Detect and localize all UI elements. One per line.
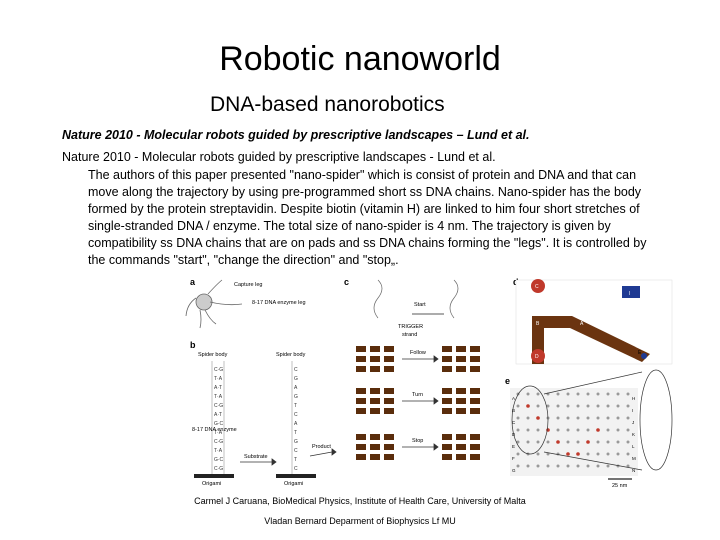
follow-label: Follow [410, 350, 426, 356]
svg-text:G: G [294, 439, 298, 445]
svg-text:A·T: A·T [214, 385, 222, 391]
svg-text:C: C [294, 412, 298, 418]
svg-text:T: T [294, 430, 297, 436]
origami-label-1: Origami [202, 481, 221, 487]
grid-label-j: J [632, 420, 634, 425]
grid-label-d: D [512, 432, 516, 437]
grid-label-k: K [632, 432, 635, 437]
panel-d-track [515, 279, 673, 365]
grid-label-e: E [512, 444, 515, 449]
track-label-c: C [535, 284, 539, 290]
grid-label-c: C [512, 420, 516, 425]
capture-leg-label: Capture leg [234, 282, 262, 288]
dna-column-2: CGA GTC ATG CTC [291, 361, 298, 476]
grid-row-1 [516, 392, 630, 396]
credit-line-1: Carmel J Caruana, BioMedical Physics, In… [194, 496, 526, 506]
body-paragraph: The authors of this paper presented "nan… [88, 168, 647, 267]
zoom-ellipses [511, 369, 673, 471]
panel-label-e: e [505, 376, 510, 386]
grid-label-b: B [512, 408, 515, 413]
slide-title: Robotic nanoworld [219, 40, 501, 78]
grid-label-i: I [632, 408, 633, 413]
substrate-arrow [240, 458, 277, 466]
grid-label-a: A [512, 396, 515, 401]
svg-text:C·G: C·G [214, 439, 223, 445]
reference-plain: Nature 2010 - Molecular robots guided by… [62, 150, 496, 164]
turn-label: Turn [412, 392, 423, 398]
svg-text:T·A: T·A [214, 448, 223, 454]
credit-line-2: Vladan Bernard Deparment of Biophysics L… [264, 516, 456, 526]
grid-label-h: H [632, 396, 635, 401]
slide-subtitle: DNA-based nanorobotics [210, 93, 445, 116]
spider-body-label-1: Spider body [198, 352, 228, 358]
enzyme-label: 8-17 DNA enzyme [192, 427, 237, 433]
strand-label: strand [402, 332, 417, 338]
panel-c-grids [356, 346, 480, 460]
turn-grid-right [442, 388, 480, 414]
reference-bold: Nature 2010 - Molecular robots guided by… [62, 128, 530, 142]
panel-e-dot-grid [510, 388, 638, 476]
follow-grid-right [442, 346, 480, 372]
track-label-a: A [580, 321, 584, 327]
panel-label-b: b [190, 340, 196, 350]
panel-label-c: c [344, 277, 349, 287]
track-label-e: E [638, 350, 642, 356]
grid-row-4 [516, 428, 630, 432]
svg-text:C·G: C·G [214, 403, 223, 409]
stop-grid-left [356, 434, 394, 460]
trigger-label: TRIGGER [398, 324, 423, 330]
turn-grid-left [356, 388, 394, 414]
nanospider-figure: a b c d e Capture leg 8-17 DNA enzyme le… [172, 276, 674, 490]
svg-text:A·T: A·T [214, 412, 222, 418]
svg-text:A: A [294, 385, 298, 391]
product-label: Product [312, 444, 331, 450]
track-label-b: B [536, 321, 540, 327]
track-label-i: I [629, 291, 630, 297]
svg-text:G: G [294, 376, 298, 382]
panel-c-start [373, 279, 459, 319]
svg-text:G·C: G·C [214, 457, 224, 463]
svg-text:C: C [294, 367, 298, 373]
svg-text:T·A: T·A [214, 376, 223, 382]
grid-label-g: G [512, 468, 516, 473]
svg-text:A: A [294, 421, 298, 427]
grid-label-f: F [512, 456, 515, 461]
svg-text:T: T [294, 403, 297, 409]
svg-text:C·G: C·G [214, 367, 223, 373]
stop-grid-right [442, 434, 480, 460]
svg-text:T·A: T·A [214, 430, 223, 436]
svg-text:C·G: C·G [214, 466, 223, 472]
origami-bar-2 [276, 474, 316, 478]
scale-bar-label: 25 nm [612, 483, 628, 489]
origami-bar-1 [194, 474, 234, 478]
product-arrow [309, 448, 337, 457]
grid-label-m: M [632, 456, 636, 461]
enzyme-leg-label: 8-17 DNA enzyme leg [252, 300, 306, 306]
grid-label-l: L [632, 444, 635, 449]
spider-body-label-2: Spider body [276, 352, 306, 358]
dna-column-1: C·G T·A A·T T·A C·G A·T G·C T·A C·G T·A G·C C·G [211, 361, 225, 476]
grid-label-n: N [632, 468, 635, 473]
svg-text:G: G [294, 394, 298, 400]
svg-text:T·A: T·A [214, 394, 223, 400]
stop-label: Stop [412, 438, 423, 444]
grid-row-6 [516, 452, 630, 456]
panel-c-arrows [402, 355, 439, 451]
origami-label-2: Origami [284, 481, 303, 487]
grid-row-7 [516, 464, 630, 468]
track-label-d: D [535, 354, 539, 360]
start-label: Start [414, 302, 426, 308]
substrate-label: Substrate [244, 454, 268, 460]
svg-text:C: C [294, 466, 298, 472]
svg-text:G·C: G·C [214, 421, 224, 427]
svg-text:C: C [294, 448, 298, 454]
follow-grid-left [356, 346, 394, 372]
panel-label-a: a [190, 277, 196, 287]
panel-e-column-labels: A B C D E F G H I J K L M N [512, 396, 636, 473]
panel-a-spider [185, 279, 243, 329]
svg-text:T: T [294, 457, 297, 463]
